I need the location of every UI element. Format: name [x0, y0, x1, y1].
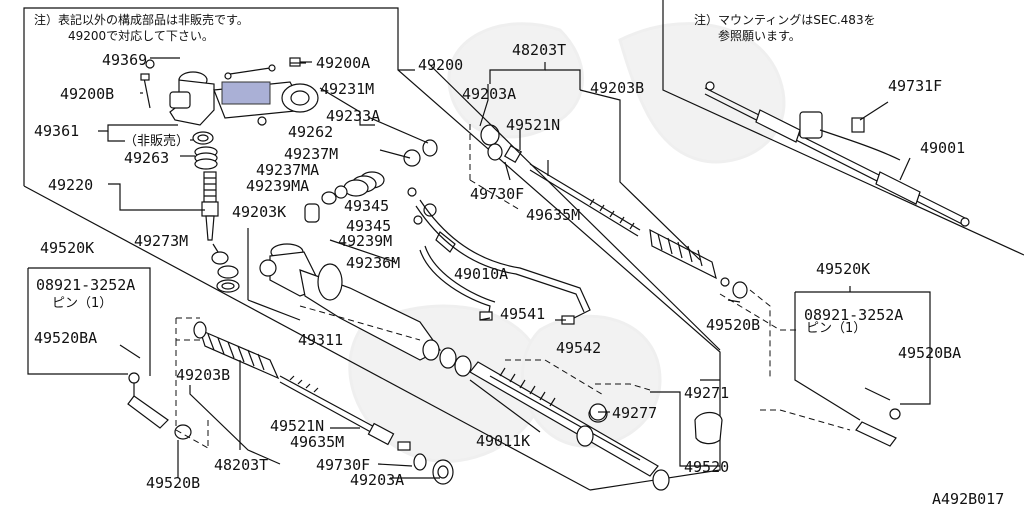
- label-49200B[interactable]: 49200B: [60, 85, 114, 103]
- label-49237M[interactable]: 49237M: [284, 145, 338, 163]
- label-49271[interactable]: 49271: [684, 384, 729, 402]
- label-49231M[interactable]: 49231M: [320, 80, 374, 98]
- watermark-emblem: [348, 22, 786, 463]
- pinion-shaft: [201, 171, 240, 293]
- label-49011K[interactable]: 49011K: [476, 432, 530, 450]
- pin-label-left: ピン（1）: [52, 296, 112, 311]
- right-boot-tie-rod: [480, 124, 748, 299]
- note-left-2: 49200で対応して下さい。: [68, 29, 214, 43]
- label-49237MA[interactable]: 49237MA: [256, 161, 319, 179]
- label-49233A[interactable]: 49233A: [326, 107, 380, 125]
- label-49520K-left[interactable]: 49520K: [40, 239, 94, 257]
- dashed-guides: [175, 124, 851, 449]
- leader-lines: [27, 57, 931, 479]
- not-sold-label: （非販売）: [124, 133, 189, 149]
- rack-housing: [259, 243, 472, 377]
- label-49730F-left[interactable]: 49730F: [316, 456, 370, 474]
- label-48203T-top[interactable]: 48203T: [512, 41, 566, 59]
- part-labels: 49200 49369 49200A 49200B 49231M 49361 4…: [34, 41, 965, 492]
- label-49521N-left[interactable]: 49521N: [270, 417, 324, 435]
- spring-parts: [304, 139, 456, 253]
- label-49239MA[interactable]: 49239MA: [246, 177, 309, 195]
- label-49273M[interactable]: 49273M: [134, 232, 188, 250]
- tie-rod-end-right: [855, 387, 901, 447]
- label-49203A-top[interactable]: 49203A: [462, 85, 516, 103]
- label-49345-a[interactable]: 49345: [344, 197, 389, 215]
- notes: 注）表記以外の構成部品は非販売です。 49200で対応して下さい。 注）マウンテ…: [34, 12, 1004, 508]
- label-49203B-left[interactable]: 49203B: [176, 366, 230, 384]
- label-49236M[interactable]: 49236M: [346, 254, 400, 272]
- label-49635M-top[interactable]: 49635M: [526, 206, 580, 224]
- label-49263[interactable]: 49263: [124, 149, 169, 167]
- note-right-1: 注）マウンティングはSEC.483を: [694, 12, 876, 27]
- label-08921-left[interactable]: 08921-3252A: [36, 276, 135, 294]
- pin-label-right: ピン（1）: [806, 321, 866, 336]
- note-right-2: 参照願います。: [718, 28, 801, 43]
- label-49010A[interactable]: 49010A: [454, 265, 508, 283]
- label-49520B-left[interactable]: 49520B: [146, 474, 200, 492]
- label-49277[interactable]: 49277: [612, 404, 657, 422]
- diagram-code: A492B017: [932, 490, 1004, 508]
- label-49200[interactable]: 49200: [418, 56, 463, 74]
- tie-rod-left: [279, 375, 454, 485]
- label-49311[interactable]: 49311: [298, 331, 343, 349]
- right-frame: [662, 0, 1024, 256]
- label-49203A-left[interactable]: 49203A: [350, 471, 404, 489]
- label-49520K-right[interactable]: 49520K: [816, 260, 870, 278]
- label-49220[interactable]: 49220: [48, 176, 93, 194]
- label-49369[interactable]: 49369: [102, 51, 147, 69]
- label-49001[interactable]: 49001: [920, 139, 965, 157]
- label-49521N-top[interactable]: 49521N: [506, 116, 560, 134]
- label-49262[interactable]: 49262: [288, 123, 333, 141]
- label-49730F-top[interactable]: 49730F: [470, 185, 524, 203]
- complete-steering-gear: [704, 81, 970, 227]
- label-49203B-top[interactable]: 49203B: [590, 79, 644, 97]
- note-left-1: 注）表記以外の構成部品は非販売です。: [34, 12, 249, 27]
- label-49200A[interactable]: 49200A: [316, 54, 370, 72]
- label-49361[interactable]: 49361: [34, 122, 79, 140]
- tie-rod-end-left: [119, 344, 192, 440]
- label-49635M-left[interactable]: 49635M: [290, 433, 344, 451]
- highlighted-valve-part[interactable]: [221, 81, 271, 105]
- label-49542[interactable]: 49542: [556, 339, 601, 357]
- label-49520BA-right[interactable]: 49520BA: [898, 344, 961, 362]
- seal-stack: [192, 131, 218, 170]
- label-49239M[interactable]: 49239M: [338, 232, 392, 250]
- label-49520B-right[interactable]: 49520B: [706, 316, 760, 334]
- label-49541[interactable]: 49541: [500, 305, 545, 323]
- left-frame-diag: [23, 185, 591, 491]
- label-49345-b[interactable]: 49345: [346, 217, 391, 235]
- boot-left: [193, 321, 280, 380]
- label-08921-right[interactable]: 08921-3252A: [804, 306, 903, 324]
- label-49203K[interactable]: 49203K: [232, 203, 286, 221]
- fluid-pipes: [415, 199, 591, 325]
- label-49731F[interactable]: 49731F: [888, 77, 942, 95]
- label-48203T-left[interactable]: 48203T: [214, 456, 268, 474]
- label-49520[interactable]: 49520: [684, 458, 729, 476]
- label-49520BA-left[interactable]: 49520BA: [34, 329, 97, 347]
- gear-housing-assembly: [140, 57, 319, 126]
